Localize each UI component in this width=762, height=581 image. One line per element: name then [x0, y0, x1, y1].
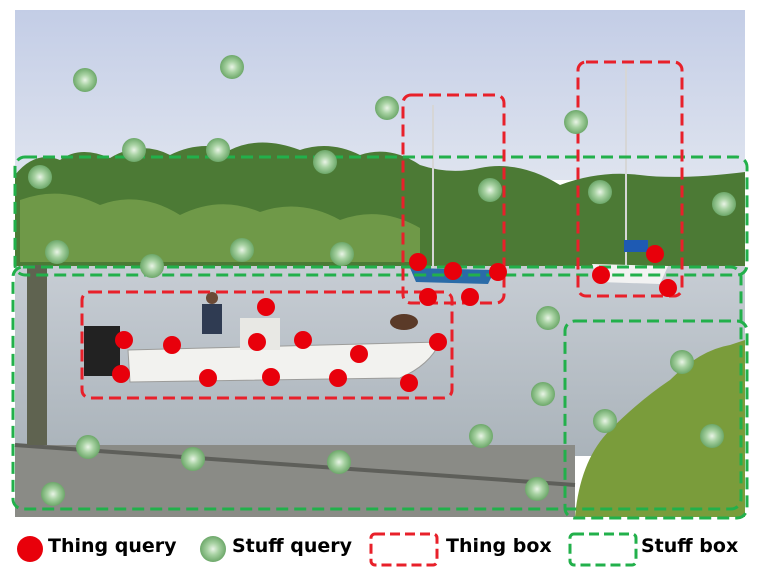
dock: [15, 445, 575, 517]
stuff-query: [531, 382, 555, 406]
stuff-query: [313, 150, 337, 174]
stuff-query: [45, 240, 69, 264]
stuff-query: [593, 409, 617, 433]
thing-query: [489, 263, 507, 281]
stuff-queries: [28, 55, 736, 506]
stuff-query: [588, 180, 612, 204]
stuff-query: [122, 138, 146, 162]
stuff-query: [230, 238, 254, 262]
thing-query: [400, 374, 418, 392]
stuff-query: [469, 424, 493, 448]
thing-query-legend-label: Thing query: [48, 535, 177, 557]
thing-query: [592, 266, 610, 284]
thing-query-legend-marker: [17, 536, 43, 562]
thing-queries: [112, 245, 677, 392]
sailboat-right-cover: [624, 240, 648, 252]
stuff-box-trees: [13, 155, 749, 277]
stuff-query: [712, 192, 736, 216]
stuff-query: [41, 482, 65, 506]
thing-query: [262, 368, 280, 386]
stuff-query: [670, 350, 694, 374]
thing-query: [444, 262, 462, 280]
legend: Thing query Stuff query Thing box Stuff …: [0, 527, 762, 577]
outboard-motor: [84, 326, 120, 376]
thing-query: [329, 369, 347, 387]
stuff-box-bush: [563, 319, 749, 520]
thing-box-sailboat-right: [576, 60, 684, 298]
stuff-query: [206, 138, 230, 162]
dog: [390, 314, 418, 330]
thing-query: [419, 288, 437, 306]
stuff-boxes: [11, 155, 749, 520]
stuff-query: [73, 68, 97, 92]
stuff-query: [327, 450, 351, 474]
legend-markers: [17, 532, 638, 567]
photo: [14, 10, 745, 517]
fisherman-head: [206, 292, 218, 304]
thing-box-legend-label: Thing box: [446, 535, 552, 557]
bush: [575, 340, 745, 517]
stuff-query: [330, 242, 354, 266]
thing-query: [659, 279, 677, 297]
thing-query: [294, 331, 312, 349]
thing-boxes: [80, 60, 684, 400]
stuff-query: [375, 96, 399, 120]
thing-box-legend-marker: [369, 532, 439, 567]
stuff-query: [564, 110, 588, 134]
stuff-query-legend-marker: [200, 536, 226, 562]
stuff-query: [76, 435, 100, 459]
dock-post: [27, 265, 47, 445]
thing-query: [350, 345, 368, 363]
tree-highlights: [20, 193, 420, 262]
thing-query: [461, 288, 479, 306]
stuff-query: [525, 477, 549, 501]
stuff-box-water: [11, 265, 743, 511]
thing-query: [199, 369, 217, 387]
stuff-query: [28, 165, 52, 189]
thing-query: [429, 333, 447, 351]
sailboat-right-hull: [592, 264, 668, 284]
stuff-query: [220, 55, 244, 79]
thing-query: [163, 336, 181, 354]
stuff-query: [181, 447, 205, 471]
stuff-box-legend-marker: [568, 532, 638, 567]
stuff-query: [536, 306, 560, 330]
stuff-query: [140, 254, 164, 278]
thing-query: [646, 245, 664, 263]
thing-query: [115, 331, 133, 349]
thing-query: [248, 333, 266, 351]
thing-query: [112, 365, 130, 383]
stuff-query-legend-label: Stuff query: [232, 535, 353, 557]
thing-box-sailboat-left: [401, 93, 506, 305]
thing-query: [409, 253, 427, 271]
dock-edge: [14, 443, 576, 487]
stuff-box-legend-label: Stuff box: [641, 535, 739, 557]
stuff-query: [700, 424, 724, 448]
thing-query: [257, 298, 275, 316]
stuff-query: [478, 178, 502, 202]
fisherman-body: [202, 304, 222, 334]
